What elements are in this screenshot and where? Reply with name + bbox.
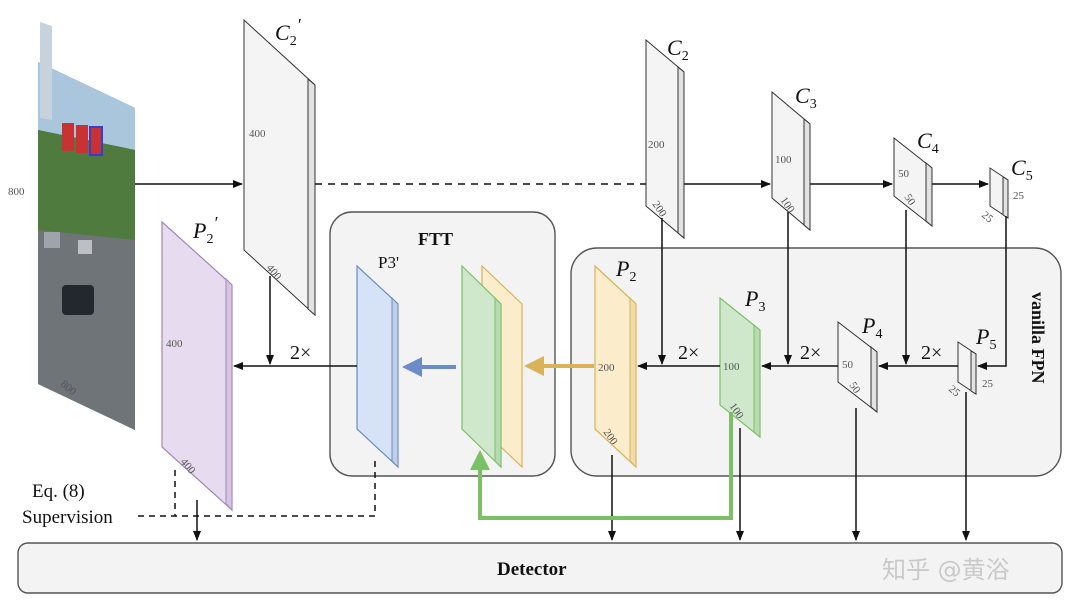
upsample-label-p4: 2× [800, 342, 821, 364]
ftt-flow-arrows [402, 356, 733, 520]
watermark: 知乎 @黄浴 [882, 556, 1010, 584]
p4-label: P4 [861, 313, 882, 342]
detector-box [17, 542, 1063, 594]
vanilla-fpn-title: vanilla FPN [1028, 292, 1048, 384]
c5-dim-a: 25 [1013, 190, 1025, 202]
feature-map-p5 [957, 341, 977, 395]
vanilla-fpn-panel [570, 247, 1062, 477]
feature-map-p2-prime [161, 220, 233, 512]
c2-label: C2 [667, 35, 689, 64]
feature-map-c2-prime [243, 18, 316, 317]
p2-prime-dim-a: 400 [166, 338, 183, 350]
ftt-title: FTT [418, 229, 453, 249]
equation-label: Eq. (8) [32, 481, 85, 502]
input-image [38, 22, 135, 430]
feature-map-p3 [719, 296, 761, 439]
connection-arrows [135, 180, 1007, 541]
c2-dim-a: 200 [648, 139, 665, 151]
input-height-label: 800 [8, 186, 25, 198]
p3-prime-label: P3' [378, 253, 399, 272]
feature-map-p3-prime [356, 264, 399, 469]
supervision-label: Supervision [22, 507, 113, 528]
detector-label: Detector [497, 559, 567, 580]
feature-map-p2 [594, 264, 637, 469]
ftt-green-map [461, 264, 502, 469]
p5-label: P5 [975, 324, 996, 353]
upsample-label-p3: 2× [678, 342, 699, 364]
c3-label: C3 [795, 83, 817, 112]
p4-dim-a: 50 [842, 359, 854, 371]
feature-map-c2 [645, 38, 685, 240]
c5-label: C5 [1011, 155, 1033, 184]
feature-map-c5 [989, 167, 1009, 219]
c4-dim-a: 50 [898, 168, 910, 180]
c4-label: C4 [917, 128, 939, 157]
p2-prime-label: P2′ [192, 213, 218, 247]
p3-dim-a: 100 [723, 361, 740, 373]
upsample-label-p5: 2× [921, 342, 942, 364]
p3-label: P3 [744, 286, 765, 315]
p2-label: P2 [615, 256, 636, 285]
c2-prime-dim-a: 400 [249, 128, 266, 140]
feature-map-p4 [837, 320, 878, 414]
p5-dim-a: 25 [982, 378, 994, 390]
upsample-label-output: 2× [290, 342, 311, 364]
c2-prime-label: C2′ [275, 15, 302, 49]
feature-map-c3 [771, 90, 811, 232]
p2-dim-a: 200 [598, 362, 615, 374]
feature-map-c4 [893, 136, 933, 228]
c3-dim-a: 100 [775, 154, 792, 166]
c5-dim-b: 25 [979, 209, 996, 226]
